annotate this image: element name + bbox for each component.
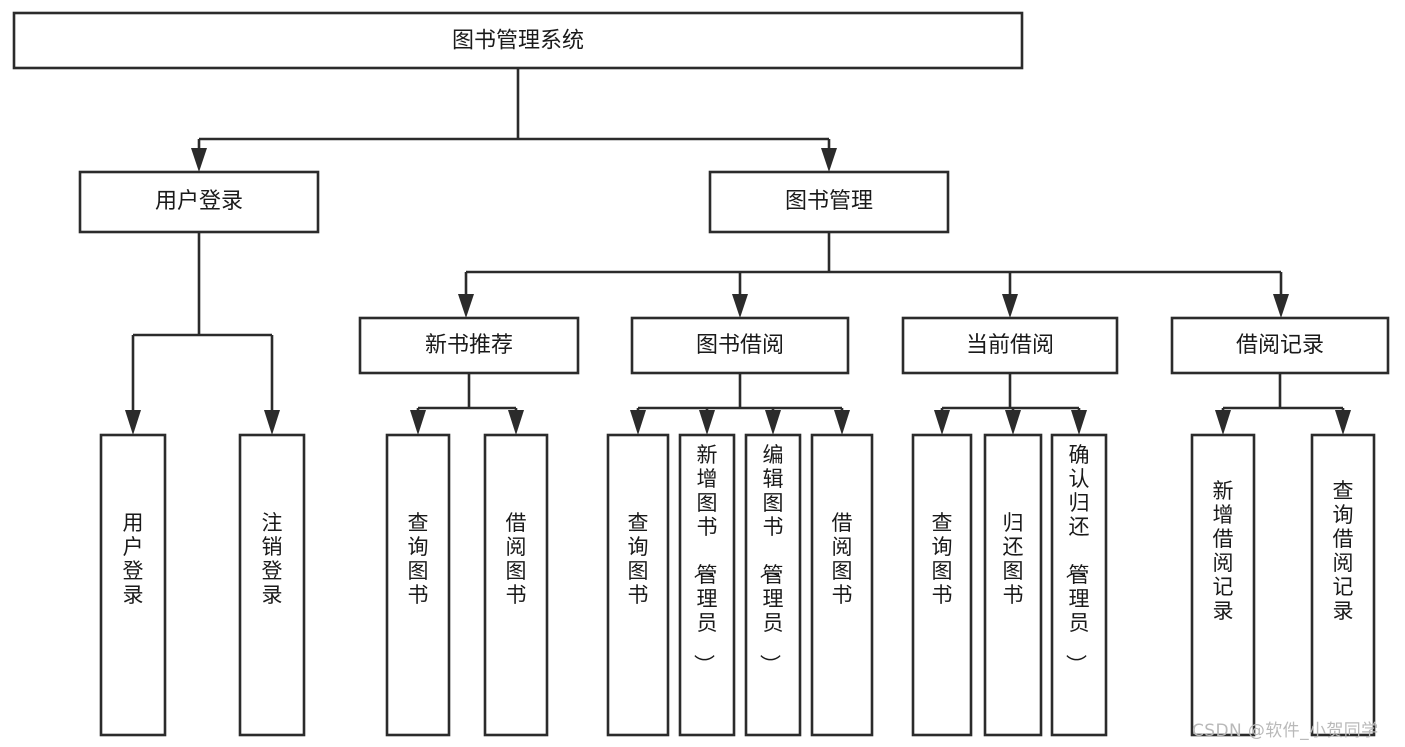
csdn-watermark: CSDN @软件_小贺同学 bbox=[1192, 721, 1379, 741]
arrow-icon bbox=[699, 410, 715, 435]
leaf-edit-book-admin[interactable]: 编辑图书（管理员） bbox=[744, 433, 802, 737]
node-book-borrowing[interactable]: 图书借阅 bbox=[630, 316, 850, 375]
arrow-icon bbox=[630, 410, 646, 435]
leaf-borrow-book[interactable]: 借阅图书 bbox=[810, 433, 874, 737]
arrow-icon bbox=[264, 410, 280, 435]
leaf-label-add-book-admin: 新增图书（管理员） bbox=[692, 443, 718, 675]
arrow-icon bbox=[1273, 294, 1289, 318]
node-label-book-management: 图书管理 bbox=[785, 189, 873, 214]
leaf-label-user-login: 用户登录 bbox=[123, 511, 144, 607]
node-label-new-book-recommendation: 新书推荐 bbox=[425, 333, 513, 358]
node-label-root: 图书管理系统 bbox=[452, 29, 584, 54]
leaf-query-book-new[interactable]: 查询图书 bbox=[385, 433, 451, 737]
arrow-icon bbox=[821, 148, 837, 172]
leaf-label-query-book-new: 查询图书 bbox=[408, 511, 429, 607]
leaf-label-borrow-book: 借阅图书 bbox=[832, 511, 853, 607]
node-user-login[interactable]: 用户登录 bbox=[78, 170, 320, 234]
leaf-label-logout: 注销登录 bbox=[262, 511, 283, 607]
leaf-query-borrow-record[interactable]: 查询借阅记录 bbox=[1310, 433, 1376, 737]
node-borrowing-record[interactable]: 借阅记录 bbox=[1170, 316, 1390, 375]
node-label-user-login: 用户登录 bbox=[155, 189, 243, 214]
arrow-heads-group bbox=[125, 148, 1351, 435]
node-new-book-recommendation[interactable]: 新书推荐 bbox=[358, 316, 580, 375]
node-book-management[interactable]: 图书管理 bbox=[708, 170, 950, 234]
arrow-icon bbox=[1071, 410, 1087, 435]
leaf-add-book-admin[interactable]: 新增图书（管理员） bbox=[678, 433, 736, 737]
arrow-icon bbox=[732, 294, 748, 318]
leaf-label-query-book-borrow: 查询图书 bbox=[628, 511, 649, 607]
arrow-icon bbox=[934, 410, 950, 435]
leaf-confirm-return-admin[interactable]: 确认归还（管理员） bbox=[1050, 433, 1108, 737]
leaf-borrow-book-new[interactable]: 借阅图书 bbox=[483, 433, 549, 737]
leaf-add-borrow-record[interactable]: 新增借阅记录 bbox=[1190, 433, 1256, 737]
node-label-book-borrowing: 图书借阅 bbox=[696, 333, 784, 358]
arrow-icon bbox=[191, 148, 207, 172]
node-label-current-borrowing: 当前借阅 bbox=[966, 333, 1054, 358]
node-label-borrowing-record: 借阅记录 bbox=[1236, 333, 1324, 358]
arrow-icon bbox=[1335, 410, 1351, 435]
leaf-label-query-book-current: 查询图书 bbox=[932, 511, 953, 607]
arrow-icon bbox=[410, 410, 426, 435]
leaf-query-book-borrow[interactable]: 查询图书 bbox=[606, 433, 670, 737]
arrow-icon bbox=[458, 294, 474, 318]
leaf-user-login[interactable]: 用户登录 bbox=[99, 433, 167, 737]
leaf-label-add-borrow-record: 新增借阅记录 bbox=[1213, 479, 1234, 623]
arrow-icon bbox=[1002, 294, 1018, 318]
leaf-label-return-book: 归还图书 bbox=[1003, 511, 1024, 607]
node-current-borrowing[interactable]: 当前借阅 bbox=[901, 316, 1119, 375]
arrow-icon bbox=[125, 410, 141, 435]
arrow-icon bbox=[508, 410, 524, 435]
leaf-query-book-current[interactable]: 查询图书 bbox=[911, 433, 973, 737]
arrow-icon bbox=[1005, 410, 1021, 435]
node-root-book-management-system[interactable]: 图书管理系统 bbox=[12, 11, 1024, 70]
leaf-label-confirm-return-admin: 确认归还（管理员） bbox=[1064, 443, 1090, 675]
arrow-icon bbox=[765, 410, 781, 435]
arrow-icon bbox=[834, 410, 850, 435]
leaf-label-edit-book-admin: 编辑图书（管理员） bbox=[758, 443, 784, 675]
leaf-logout[interactable]: 注销登录 bbox=[238, 433, 306, 737]
leaf-label-query-borrow-record: 查询借阅记录 bbox=[1333, 479, 1354, 623]
leaf-return-book[interactable]: 归还图书 bbox=[983, 433, 1043, 737]
leaf-label-borrow-book-new: 借阅图书 bbox=[506, 511, 527, 607]
arrow-icon bbox=[1215, 410, 1231, 435]
